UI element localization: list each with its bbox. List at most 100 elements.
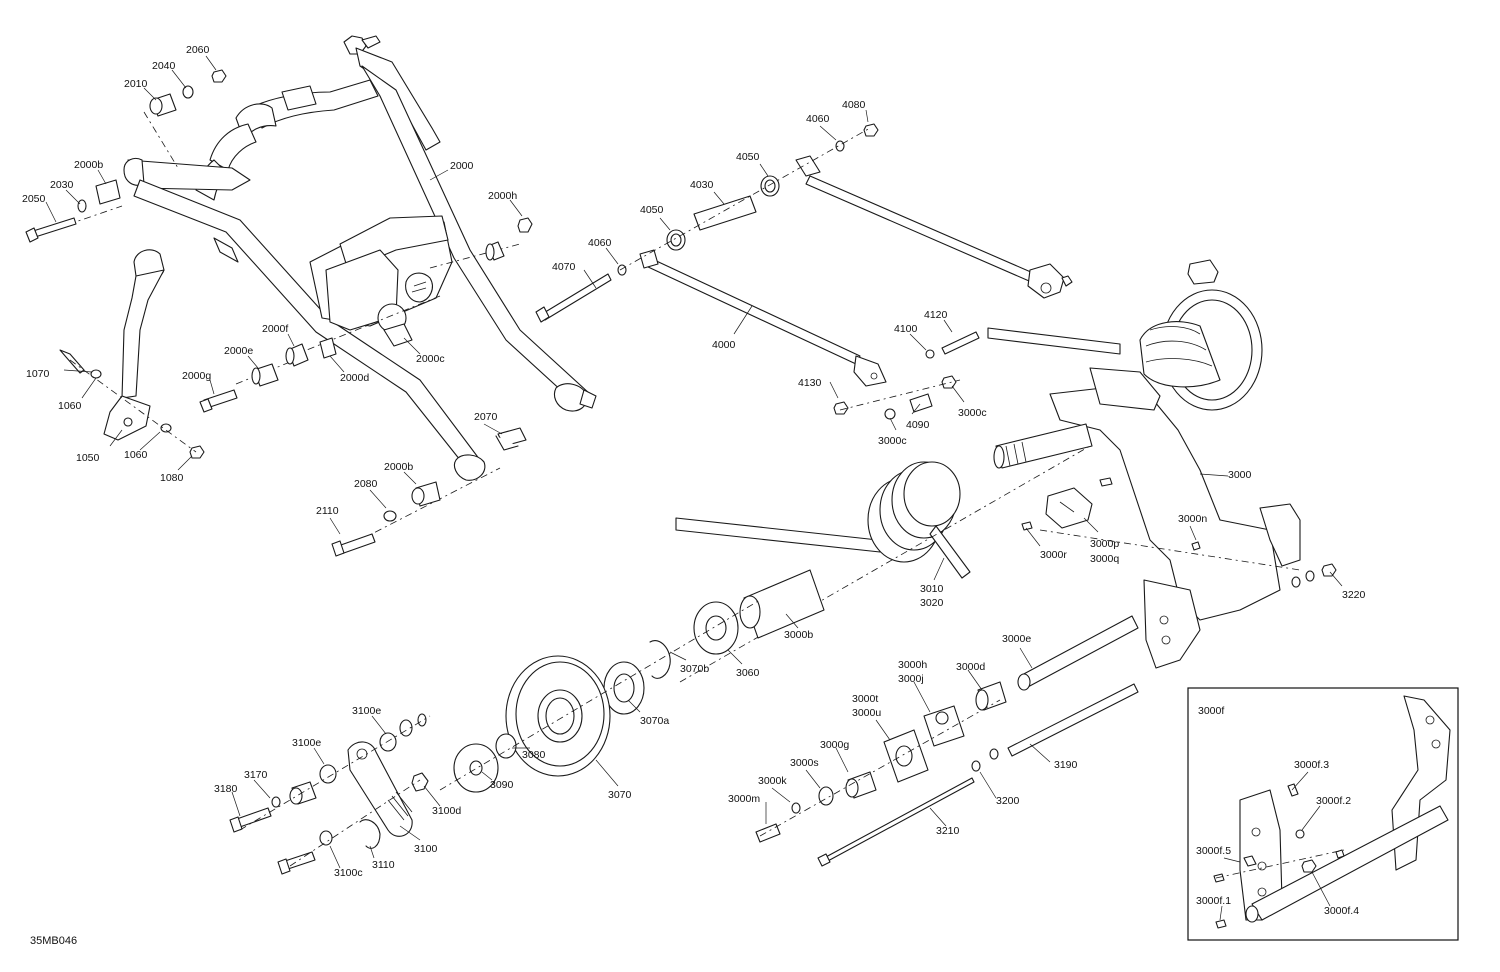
label-3000f1: 3000f.1 [1196, 895, 1231, 907]
label-3070b: 3070b [680, 663, 709, 675]
label-3000q: 3000q [1090, 553, 1119, 565]
washer-3000c-b [884, 408, 896, 420]
bushing-4090 [909, 393, 933, 413]
label-3000d: 3000d [956, 661, 985, 673]
rod-4000-upper [805, 175, 1041, 285]
label-4100: 4100 [894, 323, 918, 335]
label-2000b-low: 2000b [384, 461, 413, 473]
label-3000f3: 3000f.3 [1294, 759, 1329, 771]
label-3000r: 3000r [1040, 549, 1067, 561]
label-3220: 3220 [1342, 589, 1366, 601]
label-4000: 4000 [712, 339, 736, 351]
label-3080: 3080 [522, 749, 546, 761]
washer-4060-top [835, 140, 845, 152]
clip-3000r [1021, 521, 1033, 531]
washer-4100 [925, 349, 935, 359]
label-3060: 3060 [736, 667, 760, 679]
callout-labels: 2060 2040 2010 2000b 2030 2050 2000 2000… [22, 44, 1366, 947]
washer-2030 [77, 199, 87, 213]
label-3000j: 3000j [898, 673, 924, 685]
label-3000c-b: 3000c [878, 435, 907, 447]
label-2000h: 2000h [488, 190, 517, 202]
bushing-2000d [319, 337, 337, 359]
leader-lines [45, 55, 1343, 921]
label-1070: 1070 [26, 368, 50, 380]
label-3010: 3010 [920, 583, 944, 595]
label-4050-top: 4050 [736, 151, 760, 163]
label-3190: 3190 [1054, 759, 1078, 771]
front-arm-assembly [51, 35, 597, 541]
label-2110: 2110 [316, 505, 339, 517]
nut-4130 [833, 401, 849, 415]
label-3170: 3170 [244, 769, 268, 781]
label-3100e-a: 3100e [352, 705, 381, 717]
label-2060: 2060 [186, 44, 210, 56]
label-4090: 4090 [906, 419, 930, 431]
label-2080: 2080 [354, 478, 378, 490]
label-3020: 3020 [920, 597, 944, 609]
label-3100c: 3100c [334, 867, 363, 879]
label-3000f4: 3000f.4 [1324, 905, 1359, 917]
rod-assembly [535, 123, 1073, 420]
bushing-3100e-a [379, 732, 397, 752]
label-4080: 4080 [842, 99, 866, 111]
lever-1050 [59, 249, 205, 459]
washer-3200 [971, 760, 981, 772]
label-3000e: 3000e [1002, 633, 1031, 645]
label-2050: 2050 [22, 193, 46, 205]
washer-4060-mid [617, 264, 627, 276]
label-3090: 3090 [490, 779, 514, 791]
label-4120: 4120 [924, 309, 948, 321]
inset-title: 3000f [1198, 705, 1224, 717]
label-3000n: 3000n [1178, 513, 1207, 525]
washer-3000k [791, 802, 801, 814]
label-2000d: 2000d [340, 372, 369, 384]
tube-3000e [1019, 615, 1139, 689]
label-3110: 3110 [372, 859, 395, 871]
tube-3190 [1007, 683, 1139, 757]
label-1060-a: 1060 [58, 400, 82, 412]
label-2000g: 2000g [182, 370, 211, 382]
label-2040: 2040 [152, 60, 176, 72]
label-3000c-a: 3000c [958, 407, 987, 419]
nut-3000c-a [941, 375, 957, 389]
nut-2000h [517, 217, 533, 233]
rod-4000 [645, 257, 861, 365]
label-3210: 3210 [936, 825, 960, 837]
bolt-3000m [755, 823, 781, 843]
washer-2040 [182, 85, 194, 99]
bolt-4120 [941, 331, 980, 355]
label-1060-b: 1060 [124, 449, 148, 461]
label-4060-top: 4060 [806, 113, 830, 125]
label-1080: 1080 [160, 472, 184, 484]
left-top-hardware [25, 69, 533, 557]
label-3000g: 3000g [820, 739, 849, 751]
label-3000t: 3000t [852, 693, 878, 705]
label-3000k: 3000k [758, 775, 787, 787]
fitting-3000n [1191, 541, 1201, 551]
label-3100d: 3100d [432, 805, 461, 817]
label-3000m: 3000m [728, 793, 760, 805]
bushing-3100e-b [319, 764, 337, 784]
label-3200: 3200 [996, 795, 1020, 807]
washer-3000f2 [1295, 829, 1305, 839]
label-4130: 4130 [798, 377, 822, 389]
rear-hardware [755, 615, 1139, 867]
tube-4030 [693, 195, 757, 231]
nut-4080 [863, 123, 879, 137]
label-2000e: 2000e [224, 345, 253, 357]
fitting-3000f3 [1287, 783, 1299, 797]
label-2030: 2030 [50, 179, 74, 191]
nut-3220 [1321, 563, 1337, 577]
inset-3000f [1187, 687, 1459, 941]
label-3100e-b: 3100e [292, 737, 321, 749]
block-3000h [923, 705, 965, 747]
figure-code: 35MB046 [30, 935, 77, 947]
circlip-3080 [495, 733, 517, 759]
label-3070a: 3070a [640, 715, 669, 727]
label-3000u: 3000u [852, 707, 881, 719]
label-2000f: 2000f [262, 323, 288, 335]
washer-2080 [383, 510, 397, 522]
label-2000b-top: 2000b [74, 159, 103, 171]
idler-arm-3100 [229, 713, 431, 875]
